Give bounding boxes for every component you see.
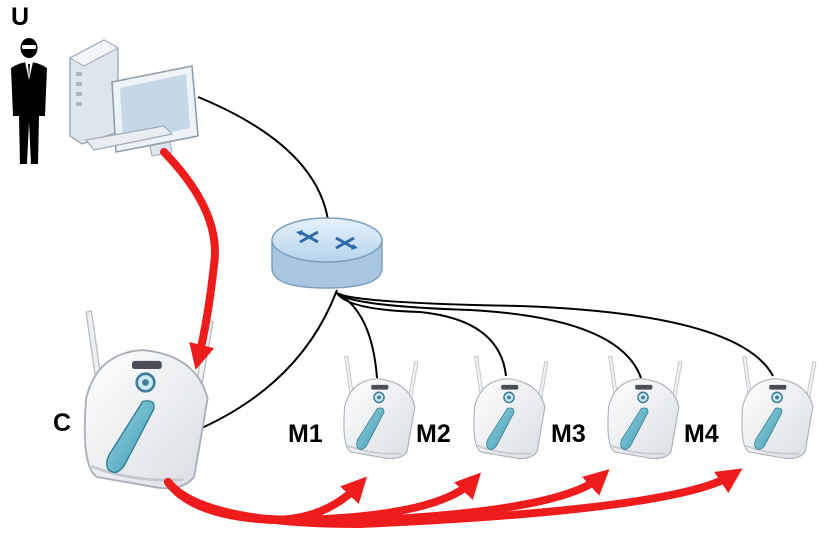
label-managed-ap-1: M1 [288,420,323,448]
label-user: U [11,3,30,31]
access-point-icon [473,355,549,460]
label-managed-ap-4: M4 [684,420,719,448]
access-point-icon [607,355,683,460]
label-managed-ap-3: M3 [551,420,586,448]
switch-icon [271,217,383,289]
cable-switch-to-m1 [336,292,378,379]
access-point-icon [343,355,419,460]
computer-icon [68,39,199,157]
flow-arrow-controller-to-m4 [164,468,743,529]
access-point-icon [741,355,817,460]
access-point-icon [83,309,215,490]
cable-switch-to-m2 [336,292,507,377]
label-controller: C [53,409,72,437]
cable-switch-to-m4 [336,292,774,377]
label-managed-ap-2: M2 [416,420,451,448]
cable-computer-to-switch [197,96,330,229]
cable-switch-to-controller [187,289,338,435]
person-icon [11,38,47,164]
cable-switch-to-m3 [336,292,642,379]
flow-arrow-computer-to-controller [160,148,219,370]
